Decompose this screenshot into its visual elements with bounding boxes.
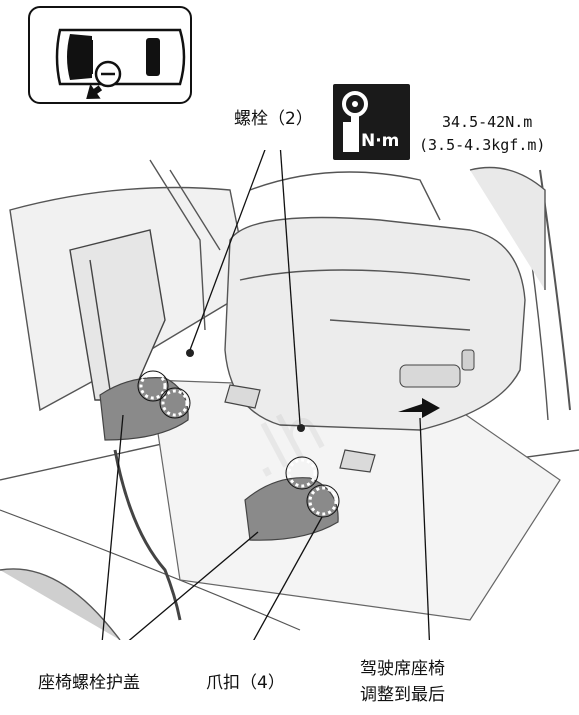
seat-bolt-cover-label: 座椅螺栓护盖: [38, 673, 140, 693]
driver-seat-label-line2: 调整到最后: [360, 685, 445, 705]
torque-unit-text: N·m: [361, 131, 400, 151]
torque-value-kgf: (3.5-4.3kgf.m): [419, 136, 546, 154]
car-top-view-inset: [28, 6, 192, 104]
clip-label: 爪扣（4）: [206, 673, 285, 693]
car-outline-icon: [55, 28, 186, 99]
bolt-label: 螺栓（2）: [234, 109, 313, 129]
seat-bolt-cover-illustration: .lh: [0, 150, 579, 640]
torque-badge: N·m: [333, 84, 410, 160]
driver-seat-label-line1: 驾驶席座椅: [360, 659, 445, 679]
torque-wrench-icon: [342, 91, 368, 152]
torque-value-nm: 34.5-42N.m: [442, 113, 533, 131]
